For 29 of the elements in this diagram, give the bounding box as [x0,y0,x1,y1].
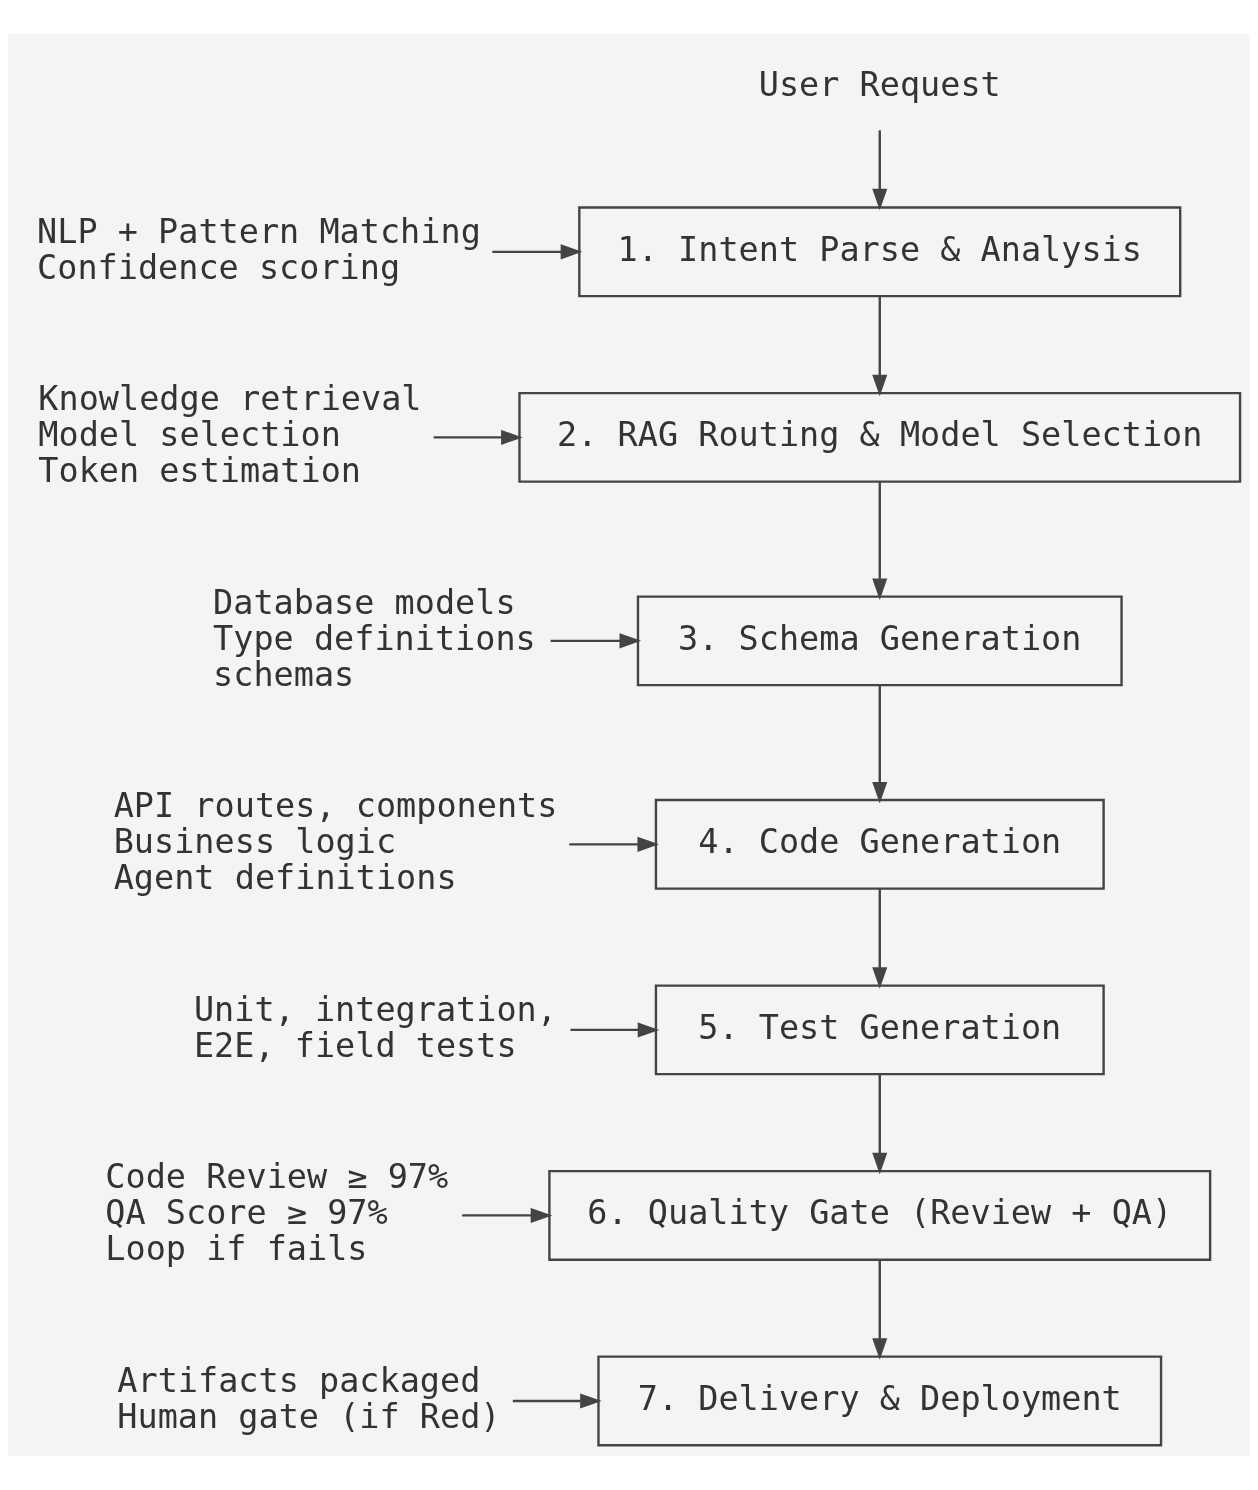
node-text: Code Review ≥ 97% QA Score ≥ 97% Loop if fails [105,1157,449,1269]
arrow [872,888,888,989]
arrow [433,429,523,445]
node-text: Unit, integration, E2E, field tests [193,989,557,1065]
arrow [872,296,888,397]
arrow [872,1074,888,1175]
node-text: Artifacts packaged Human gate (if Red) [117,1360,501,1436]
node-box: 1. Intent Parse & Analysis [578,206,1182,298]
arrow [462,1207,553,1223]
arrow [872,685,888,804]
node-box: 2. RAG Routing & Model Selection [518,391,1242,483]
node-text: API routes, components Business logic Agent definitions [113,786,558,898]
node-box: 7. Delivery & Deployment [597,1355,1163,1447]
arrow [569,836,659,852]
arrow [872,130,888,211]
arrow [550,633,642,649]
arrow [872,481,888,600]
arrow [570,1022,660,1038]
node-text: NLP + Pattern Matching Confidence scoring [37,211,481,287]
node-text: User Request [758,64,1001,104]
node-box: 3. Schema Generation [636,595,1123,687]
node-text: Database models Type definitions schemas [213,582,536,694]
node-box: 5. Test Generation [654,984,1105,1076]
node-box: 4. Code Generation [654,798,1105,890]
arrow [512,1393,602,1409]
node-text: Knowledge retrieval Model selection Token estimation [38,379,422,491]
node-box: 6. Quality Gate (Review + QA) [548,1169,1212,1261]
arrow [872,1259,888,1360]
arrow [492,244,583,260]
